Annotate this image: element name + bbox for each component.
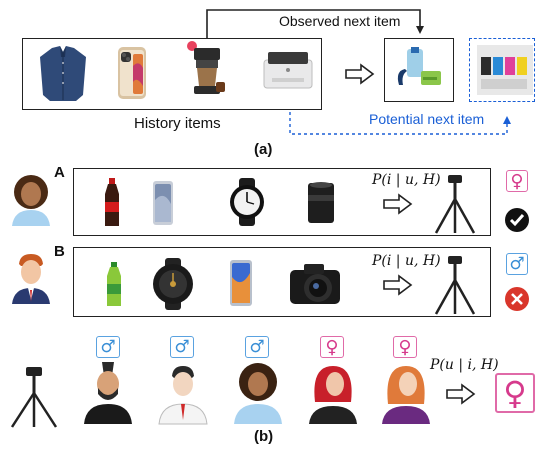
person-2-businessman-icon [158, 366, 208, 425]
watch-b-icon [153, 258, 193, 310]
row-a-formula: P(i | u, H) [372, 172, 441, 188]
person-3-male-symbol: ♂ [245, 336, 269, 358]
person-2-male-symbol: ♂ [170, 336, 194, 358]
check-circle-icon [505, 208, 529, 232]
person-4-female-symbol: ♀ [320, 336, 344, 358]
cross-circle-icon [505, 287, 529, 311]
history-items-box [22, 38, 322, 110]
row-b-formula: P(i | u, H) [372, 253, 441, 269]
phone-a-icon [153, 181, 173, 225]
observed-connector [206, 9, 424, 38]
user-b-letter: B [54, 243, 65, 260]
person-3-curly-hair-icon [234, 363, 282, 424]
caption-a: (a) [254, 141, 273, 158]
row-b-box [73, 247, 491, 317]
watch-a-icon [230, 178, 264, 226]
tripod-a-icon [434, 175, 476, 234]
caption-b: (b) [254, 428, 274, 445]
row-b-male-symbol: ♂ [506, 253, 528, 275]
potential-connector [289, 112, 511, 135]
row-a-arrow-icon [383, 193, 413, 215]
user-a-letter: A [54, 164, 65, 181]
cleaning-kit-icon [397, 47, 441, 85]
tripod-c-icon [10, 367, 58, 428]
potential-next-item-label: Potential next item [369, 111, 485, 127]
smartphone-icon [118, 47, 146, 99]
shirt-icon [40, 46, 86, 101]
person-5-female-symbol: ♀ [393, 336, 417, 358]
ink-bottles-icon [477, 45, 533, 95]
user-a-avatar-icon [12, 175, 50, 226]
observed-next-item-label: Observed next item [279, 13, 401, 29]
person-1-male-symbol: ♂ [96, 336, 120, 358]
person-5-ginger-hair-icon [382, 366, 430, 424]
camera-lens-icon [308, 182, 334, 223]
potential-item-box [469, 38, 535, 102]
observed-item-box [384, 38, 454, 102]
user-b-avatar-icon [12, 254, 50, 304]
row-a-box [73, 168, 491, 236]
person-4-red-hair-icon [309, 366, 357, 424]
green-bottle-icon [107, 262, 121, 306]
dslr-camera-icon [290, 264, 340, 304]
phone-b-icon [230, 260, 252, 306]
bottom-result-female-symbol: ♀ [495, 373, 535, 413]
soda-bottle-icon [105, 178, 119, 226]
person-1-mohawk-icon [84, 362, 132, 424]
hollow-arrow-icon [345, 63, 375, 85]
coffee-machine-icon [187, 41, 225, 94]
history-items-label: History items [134, 115, 221, 132]
tripod-b-icon [434, 256, 476, 315]
printer-icon [263, 52, 313, 89]
bottom-formula: P(u | i, H) [430, 357, 499, 373]
row-b-arrow-icon [383, 274, 413, 296]
row-a-female-symbol: ♀ [506, 170, 528, 192]
bottom-arrow-icon [446, 383, 476, 405]
